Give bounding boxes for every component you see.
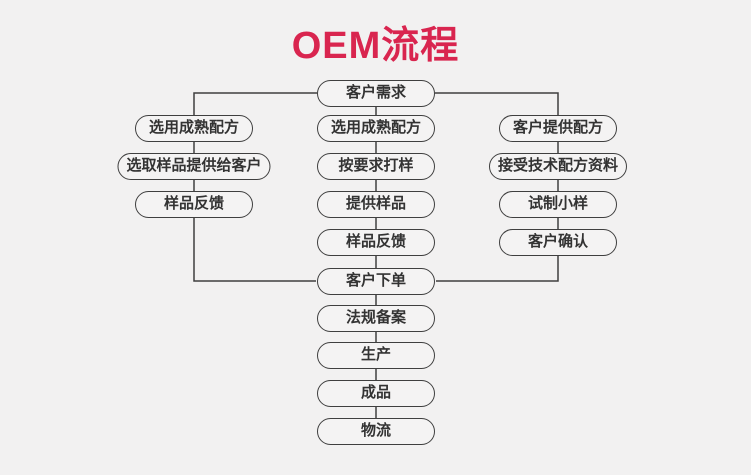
edge-right-branch-to-order bbox=[436, 255, 559, 282]
page-title: OEM流程 bbox=[291, 25, 460, 67]
node-finished-product: 成品 bbox=[317, 380, 435, 407]
node-right-receive-technical-formula-data: 接受技术配方资料 bbox=[488, 153, 628, 180]
node-middle-sample-feedback: 样品反馈 bbox=[317, 229, 435, 256]
node-middle-select-mature-formula: 选用成熟配方 bbox=[317, 115, 435, 142]
node-regulatory-filing: 法规备案 bbox=[317, 305, 435, 332]
edge-left-branch-to-order bbox=[193, 217, 316, 282]
node-logistics: 物流 bbox=[317, 418, 435, 445]
edge-root-to-left-branch bbox=[193, 92, 317, 116]
node-customer-demand: 客户需求 bbox=[317, 80, 435, 107]
node-right-customer-confirmation: 客户确认 bbox=[499, 229, 617, 256]
node-production: 生产 bbox=[317, 342, 435, 369]
node-right-customer-provides-formula: 客户提供配方 bbox=[499, 115, 617, 142]
node-left-sample-feedback: 样品反馈 bbox=[135, 191, 253, 218]
node-customer-order: 客户下单 bbox=[317, 268, 435, 295]
node-middle-provide-samples: 提供样品 bbox=[317, 191, 435, 218]
node-right-trial-sample: 试制小样 bbox=[499, 191, 617, 218]
node-middle-sampling-as-required: 按要求打样 bbox=[317, 153, 435, 180]
edge-root-to-right-branch bbox=[435, 92, 559, 116]
node-left-provide-samples-to-customer: 选取样品提供给客户 bbox=[117, 153, 271, 180]
node-left-select-mature-formula: 选用成熟配方 bbox=[135, 115, 253, 142]
